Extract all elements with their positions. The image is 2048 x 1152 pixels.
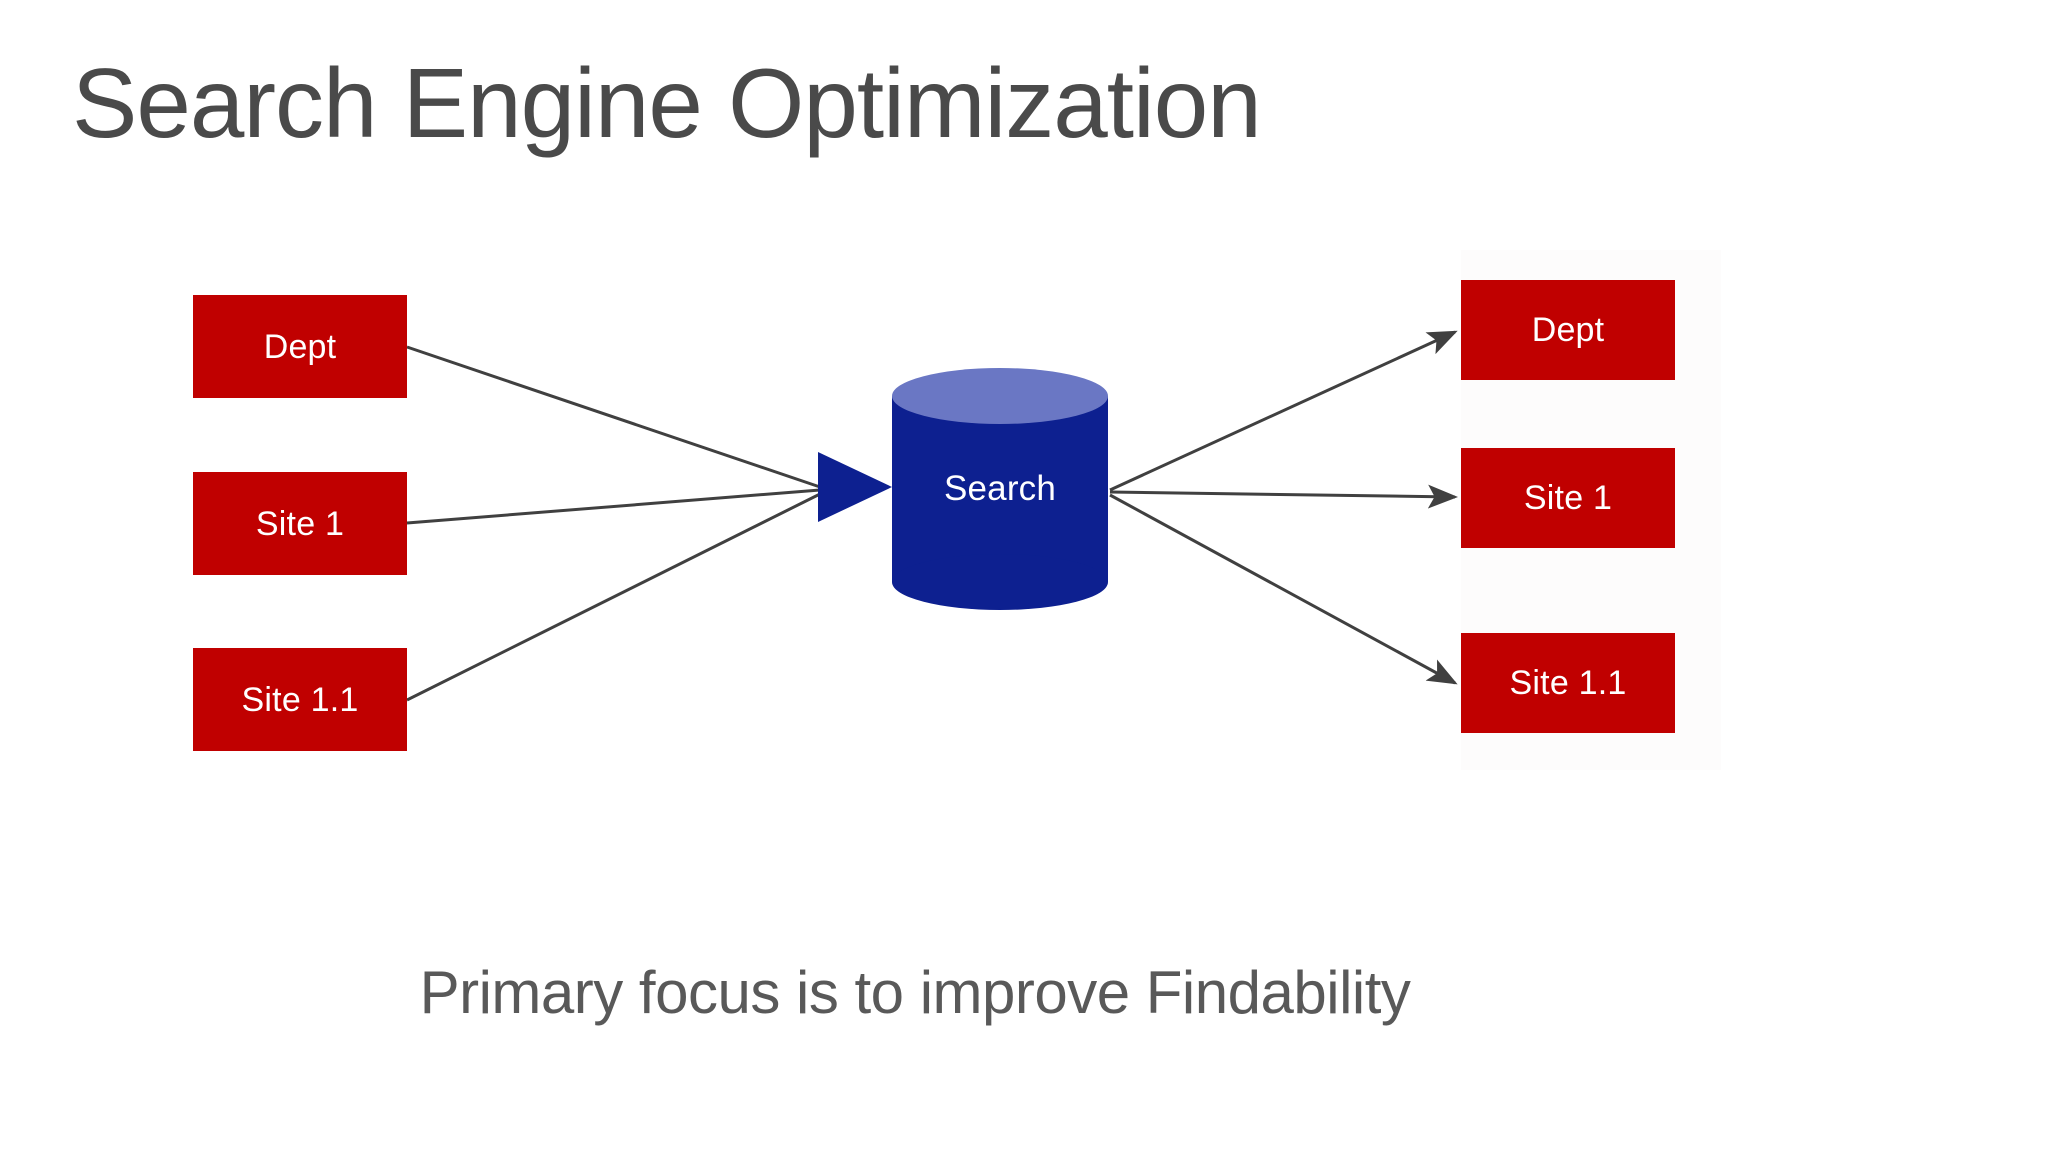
input-node-label: Site 1 [255,504,345,543]
output-node-site-1-1[interactable]: Site 1.1 [1461,633,1675,733]
search-cylinder-label: Search [943,469,1057,508]
triangle-right-icon [818,452,892,522]
input-node-label: Dept [263,327,337,366]
search-cylinder[interactable]: Search [892,368,1108,610]
input-node-dept[interactable]: Dept [193,295,407,398]
output-node-label: Dept [1531,311,1605,349]
slide-caption: Primary focus is to improve Findability [419,959,1411,1026]
cylinder-bottom-cap [892,554,1108,610]
connector-search-to-site11 [1109,493,1458,685]
outbound-connectors [1109,330,1458,685]
connector-site11-to-search [406,492,821,702]
input-node-site-1[interactable]: Site 1 [193,472,407,575]
connector-site1-to-search [406,488,821,525]
input-node-label: Site 1.1 [241,680,359,719]
output-node-label: Site 1.1 [1509,664,1627,702]
output-node-label: Site 1 [1523,479,1613,517]
output-node-dept[interactable]: Dept [1461,280,1675,380]
output-node-site-1[interactable]: Site 1 [1461,448,1675,548]
page-title: Search Engine Optimization [72,48,1262,158]
connector-search-to-dept [1109,330,1458,492]
input-node-site-1-1[interactable]: Site 1.1 [193,648,407,751]
connector-dept-to-search [406,345,821,489]
connector-search-to-site1 [1109,484,1458,509]
cylinder-body [892,396,1108,582]
cylinder-top-cap [892,368,1108,424]
inbound-connectors [406,345,821,702]
